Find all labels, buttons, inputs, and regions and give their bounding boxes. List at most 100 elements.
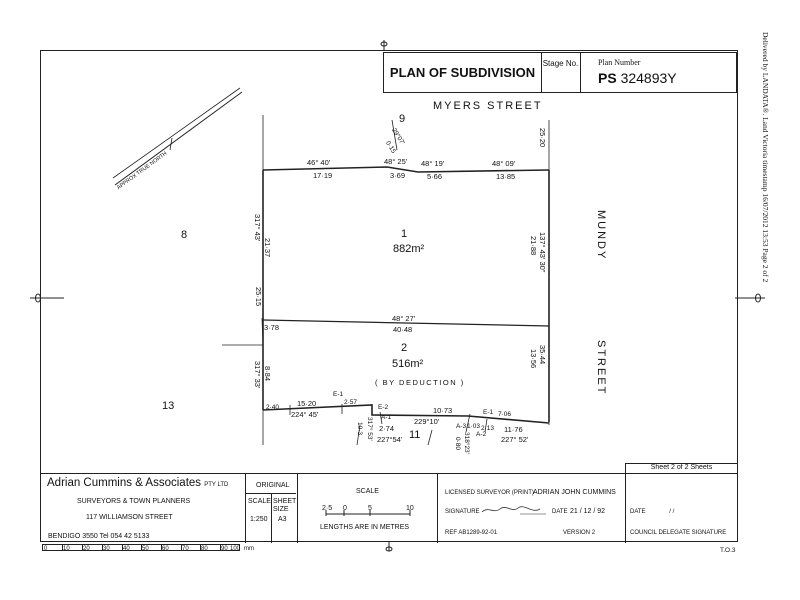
dim-e1b: E-1 — [483, 409, 494, 416]
ref-label: REF AB1289-92-01 — [445, 530, 498, 536]
firm-line-4: BENDIGO 3550 Tel 054 42 5133 — [48, 533, 150, 540]
firm-cell: Adrian Cummins & Associates PTY LTD SURV… — [40, 474, 246, 543]
dim-bot-7: 1·03 — [467, 423, 481, 430]
dim-east-2-bearing: 137° 43' 30" — [538, 232, 547, 273]
dim-bot-11-bearing: 227° 52' — [501, 435, 529, 444]
title-block: PLAN OF SUBDIVISION Stage No. Plan Numbe… — [383, 52, 737, 93]
dim-bot-9-len: 0·80 — [454, 437, 461, 451]
dim-bot-9-bearing: 318°23' — [463, 432, 470, 454]
street-mundy: MUNDY — [595, 210, 607, 261]
council-cell: DATE / / COUNCIL DELEGATE SIGNATURE — [626, 474, 738, 543]
signature-scribble — [481, 506, 546, 515]
dim-bot-4-bearing: 317° 53' — [366, 417, 373, 441]
sheet-size-label: SHEET SIZE — [273, 498, 297, 513]
dim-top-2-len: 3·69 — [390, 171, 406, 180]
dim-bot-4-len: 10·3 — [356, 422, 363, 436]
scale-tick-1: 0 — [343, 505, 347, 512]
dim-bot-1: 2·40 — [266, 404, 280, 411]
firm-name: Adrian Cummins & Associates PTY LTD — [47, 477, 229, 489]
scale-tick-2: 5 — [368, 505, 372, 512]
dim-bot-10: 7·06 — [498, 411, 512, 418]
dim-bot-6: 10·73 — [433, 406, 453, 415]
ruler-tick-0: 0 — [44, 546, 48, 552]
ruler-tick-30: 30 — [103, 546, 110, 552]
ruler-tick-10: 10 — [63, 546, 70, 552]
ruler-tick-70: 70 — [182, 546, 189, 552]
ruler-tick-100: 100 — [230, 546, 241, 552]
council-label: COUNCIL DELEGATE SIGNATURE — [630, 530, 727, 536]
dim-bot-8: 2·13 — [481, 425, 495, 432]
dim-east-1: 25·20 — [538, 128, 547, 148]
dim-west-4-len: 8·84 — [263, 366, 272, 382]
plan-number: PS 324893Y — [598, 70, 677, 86]
firm-line-2: SURVEYORS & TOWN PLANNERS — [77, 498, 191, 505]
lot-2-note: ( BY DEDUCTION ) — [375, 378, 465, 387]
dim-top-3-len: 5·66 — [427, 172, 443, 181]
surveyor-label: LICENSED SURVEYOR (PRINT) — [445, 490, 534, 496]
scale-cell: SCALE 2·5 0 5 10 LENGTHS ARE IN METRES — [298, 474, 438, 543]
dim-a1: A-1 — [381, 414, 392, 421]
signature-label: SIGNATURE — [445, 509, 480, 515]
to-code: T.O.3 — [720, 547, 736, 554]
dim-a2: A-2 — [476, 431, 487, 438]
dim-east-3: 35·44 — [538, 345, 547, 365]
footer-block: Adrian Cummins & Associates PTY LTD SURV… — [40, 473, 738, 543]
dim-west-1-bearing: 317° 43' — [253, 214, 262, 242]
dim-west-3: 3·78 — [264, 323, 280, 332]
dim-west-4-bearing: 317° 33' — [253, 361, 262, 389]
dim-top-1-len: 17·19 — [313, 171, 333, 180]
scale-bar-graphic — [325, 510, 411, 516]
plan-number-label: Plan Number — [598, 58, 641, 67]
ruler-tick-50: 50 — [142, 546, 149, 552]
dim-bot-bearing: 224° 45' — [291, 410, 319, 419]
dim-top-4-bearing: 48° 09' — [492, 159, 516, 168]
lot-1-id: 1 — [401, 228, 408, 240]
dim-mid-bearing: 48° 27' — [392, 314, 416, 323]
lot-1-area: 882m² — [393, 243, 425, 255]
dim-east-4: 13·56 — [529, 349, 538, 369]
ruler-tick-90: 90 — [221, 546, 228, 552]
scale-label: SCALE — [248, 498, 271, 505]
council-date: DATE / / — [630, 509, 675, 515]
dim-west-2: 25·15 — [254, 287, 263, 307]
firm-line-3: 117 WILLIAMSON STREET — [86, 514, 173, 521]
dim-bot-e1: E-1 — [333, 391, 344, 398]
dim-west-1-len: 21·37 — [263, 238, 272, 258]
version-label: VERSION 2 — [563, 530, 596, 536]
ruler-tick-20: 20 — [83, 546, 90, 552]
sheet-size-value: A3 — [278, 516, 287, 523]
ruler-tick-40: 40 — [123, 546, 130, 552]
scale-tick-3: 10 — [406, 505, 414, 512]
dim-bot-e2: E-2 — [378, 404, 389, 411]
neighbour-bottom-left: 13 — [162, 400, 175, 412]
dim-top-3-bearing: 48° 19' — [421, 159, 445, 168]
dim-bot-11: 11·76 — [504, 425, 523, 434]
neighbour-left: 8 — [181, 229, 188, 241]
scale-tick-0: 2·5 — [322, 505, 333, 512]
lot-2-area: 516m² — [392, 358, 424, 370]
lot-2-id: 2 — [401, 342, 408, 354]
dim-bot-5-bearing: 227°54' — [377, 435, 403, 444]
lengths-note: LENGTHS ARE IN METRES — [320, 524, 410, 531]
dim-bot-2: 15·20 — [297, 399, 317, 408]
ruler-tick-80: 80 — [201, 546, 208, 552]
dim-top-4-len: 13·85 — [496, 172, 516, 181]
dim-bot-6-bearing: 229°10' — [414, 417, 440, 426]
surveyor-cell: LICENSED SURVEYOR (PRINT) ADRIAN JOHN CU… — [438, 474, 626, 543]
ruler-unit: mm — [244, 546, 254, 552]
dim-top-2-bearing: 48° 25' — [384, 157, 408, 166]
plan-number-cell: Plan Number PS 324893Y — [581, 53, 736, 92]
neighbour-top: 9 — [399, 113, 406, 125]
dim-bot-3: 2·57 — [344, 399, 358, 406]
date-label: DATE — [552, 509, 568, 515]
mm-ruler — [42, 544, 240, 551]
scale-heading: SCALE — [356, 488, 379, 495]
dim-a3: A-3 — [456, 423, 467, 430]
plan-title: PLAN OF SUBDIVISION — [384, 53, 542, 92]
stage-label: Stage No. — [541, 53, 581, 92]
scale-value: 1:250 — [250, 516, 268, 523]
date-value: 21 / 12 / 92 — [570, 508, 606, 515]
dim-top-1-bearing: 46° 40' — [307, 158, 331, 167]
